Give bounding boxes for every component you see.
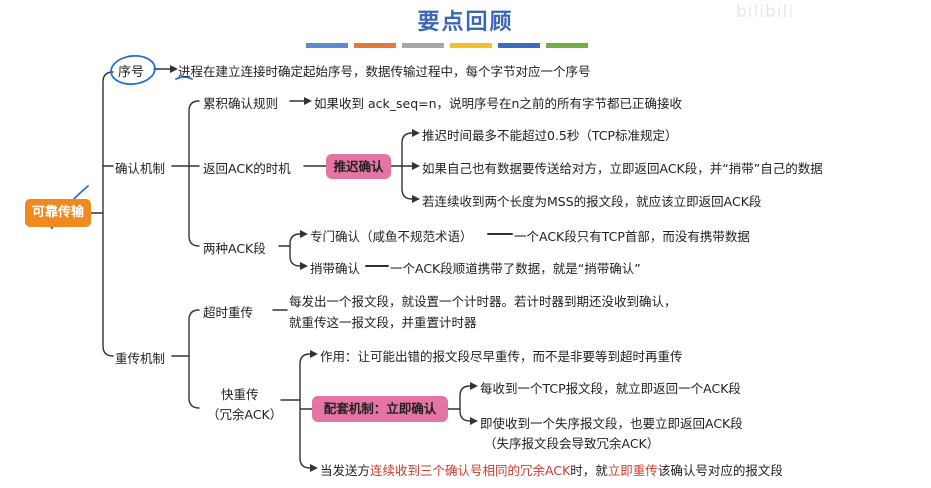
piggyback-ack-label: 捎带确认 [310,261,361,276]
timeout-retrans-desc-line2: 就重传这一报文段，并重置计时器 [289,315,477,330]
annotation-circle [110,54,156,86]
timing-item-3: 若连续收到两个长度为MSS的报文段，就应该立即返回ACK段 [422,194,762,209]
piggyback-ack-description: 一个ACK段顺道携带了数据，就是“捎带确认” [390,261,641,276]
fast-retrans-trigger: 当发送方连续收到三个确认号相同的冗余ACK时，就立即重传该确认号对应的报文段 [320,460,783,479]
page-title: 要点回顾 [417,10,514,35]
title-bar-segment [450,43,492,48]
timeout-retrans-label: 超时重传 [203,305,254,320]
immediate-ack-item-1: 每收到一个TCP报文段，就立即返回一个ACK段 [480,381,741,396]
immediate-ack-pill: 配套机制：立即确认 [312,396,448,422]
dedicated-ack-label: 专门确认（咸鱼不规范术语） [310,229,473,244]
trigger-highlight-action: 立即重传 [607,463,658,478]
title-bar-segment [306,43,348,48]
root-node: 可靠传输 [25,199,91,227]
cumulative-ack-label: 累积确认规则 [203,96,279,111]
delayed-ack-pill: 推迟确认 [326,154,391,179]
title-bar-segment [546,43,588,48]
cumulative-ack-description: 如果收到 ack_seq=n，说明序号在n之前的所有字节都已正确接收 [314,96,682,111]
title-bar-segment [354,43,396,48]
dedicated-ack-description: 一个ACK段只有TCP首部，而没有携带数据 [514,229,750,244]
ack-types-label: 两种ACK段 [203,241,266,256]
fast-retrans-purpose: 作用：让可能出错的报文段尽早重传，而不是非要等到超时再重传 [320,349,683,364]
title-bar-segment [402,43,444,48]
watermark: bilibili [736,2,794,22]
timing-item-1: 推迟时间最多不能超过0.5秒（TCP标准规定） [422,128,678,143]
seq-description: 进程在建立连接时确定起始序号，数据传输过程中，每个字节对应一个序号 [178,64,591,79]
trigger-prefix: 当发送方 [320,463,371,478]
annotation-underline [175,76,193,80]
ack-mechanism-label: 确认机制 [115,161,166,176]
trigger-mid: 时，就 [570,463,608,478]
trigger-suffix: 该确认号对应的报文段 [657,463,783,478]
immediate-ack-item-2: 即使收到一个失序报文段，也要立即返回ACK段 [480,416,743,431]
seq-label: 序号 [118,65,145,80]
fast-retrans-label: 快重传 [221,387,259,402]
retransmission-label: 重传机制 [115,351,166,366]
title-bar-segment [498,43,540,48]
connector-trunk [102,71,114,357]
connector-ack-trunk [188,100,200,247]
timing-item-2: 如果自己也有数据要传送给对方，立即返回ACK段，并“捎带”自己的数据 [422,161,823,176]
ack-timing-label: 返回ACK的时机 [203,161,291,176]
fast-retrans-sublabel: （冗余ACK） [207,407,283,422]
out-of-order-note: （失序报文段会导致冗余ACK） [484,436,660,451]
timeout-retrans-desc-line1: 每发出一个报文段，就设置一个计时器。若计时器到期还没收到确认， [289,294,677,309]
trigger-highlight-condition: 连续收到三个确认号相同的冗余ACK [370,463,571,478]
